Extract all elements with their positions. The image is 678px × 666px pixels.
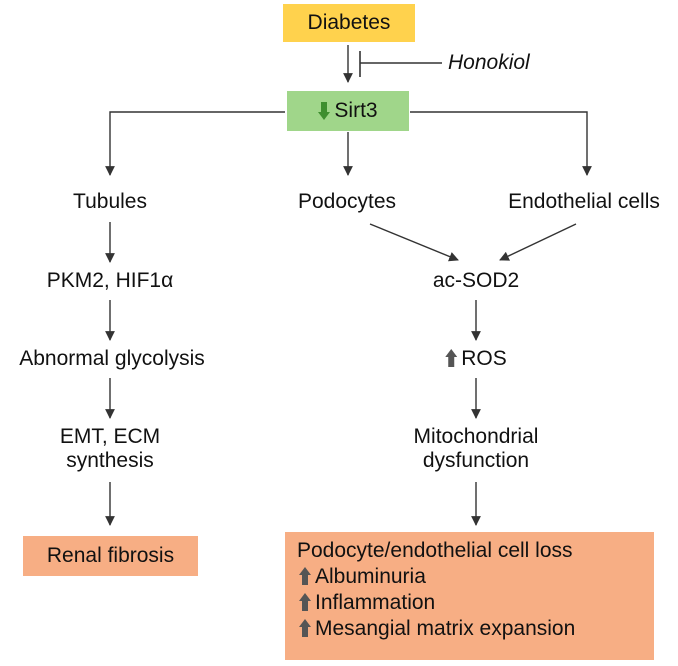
mito-line1: Mitochondrial xyxy=(413,425,539,448)
sirt3-box: Sirt3 xyxy=(287,91,409,131)
endothelial-label: Endothelial cells xyxy=(508,190,660,213)
arrow-podocytes-to-acsod2 xyxy=(369,223,459,262)
emt-label: EMT, ECM synthesis xyxy=(60,425,160,473)
renal-fibrosis-box: Renal fibrosis xyxy=(23,536,198,576)
arrow-sirt3-to-endothelial xyxy=(410,111,592,176)
up-arrow-icon xyxy=(299,567,311,585)
ros-label: ROS xyxy=(461,347,507,370)
glycolysis-label: Abnormal glycolysis xyxy=(19,347,205,370)
pkm2-label: PKM2, HIF1α xyxy=(46,269,174,292)
outcome-item: Inflammation xyxy=(285,590,654,616)
arrow-endothelial-to-acsod2 xyxy=(499,223,577,261)
arrow-sirt3-to-tubules xyxy=(105,111,285,176)
diabetes-label: Diabetes xyxy=(307,11,391,34)
outcome-inflammation: Inflammation xyxy=(315,591,436,614)
podocytes-label: Podocytes xyxy=(297,190,397,213)
down-arrow-icon xyxy=(318,102,331,120)
outcome-item: Mesangial matrix expansion xyxy=(285,616,654,642)
outcome-mesangial: Mesangial matrix expansion xyxy=(315,617,576,640)
honokiol-label: Honokiol xyxy=(448,51,530,74)
mito-label: Mitochondrial dysfunction xyxy=(414,425,539,473)
acsod2-label: ac-SOD2 xyxy=(432,269,520,292)
outcome-item: Albuminuria xyxy=(285,564,654,590)
outcome-box: Podocyte/endothelial cell loss Albuminur… xyxy=(285,532,654,660)
outcome-title: Podocyte/endothelial cell loss xyxy=(297,539,573,562)
emt-line1: EMT, ECM xyxy=(59,425,161,448)
diabetes-box: Diabetes xyxy=(283,4,415,42)
ros-node: ROS xyxy=(445,347,507,371)
up-arrow-icon xyxy=(299,593,311,611)
renal-fibrosis-label: Renal fibrosis xyxy=(46,544,175,567)
up-arrow-icon xyxy=(299,619,311,637)
outcome-albuminuria: Albuminuria xyxy=(315,565,426,588)
mito-line2: dysfunction xyxy=(422,449,530,472)
sirt3-label: Sirt3 xyxy=(334,99,378,122)
tubules-label: Tubules xyxy=(73,190,147,213)
emt-line2: synthesis xyxy=(66,449,154,472)
up-arrow-icon xyxy=(445,349,458,367)
